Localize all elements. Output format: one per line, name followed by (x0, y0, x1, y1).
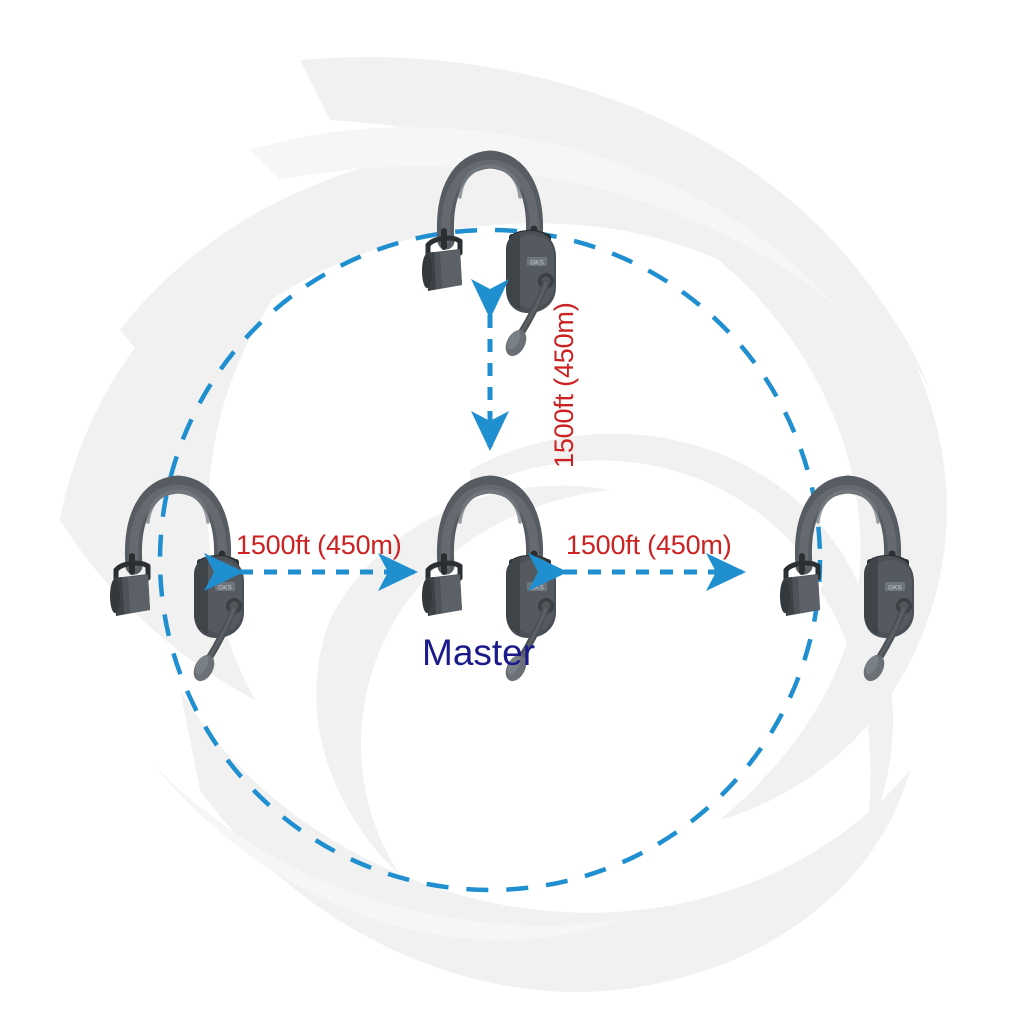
distance-label-top: 1500ft (450m) (549, 302, 579, 469)
master-node-label: Master (422, 632, 536, 673)
headset-left[interactable] (110, 484, 244, 685)
headset-right[interactable] (780, 484, 914, 685)
distance-label-right: 1500ft (450m) (566, 530, 732, 560)
distance-label-left: 1500ft (450m) (236, 530, 402, 560)
headset-top[interactable] (422, 159, 556, 360)
